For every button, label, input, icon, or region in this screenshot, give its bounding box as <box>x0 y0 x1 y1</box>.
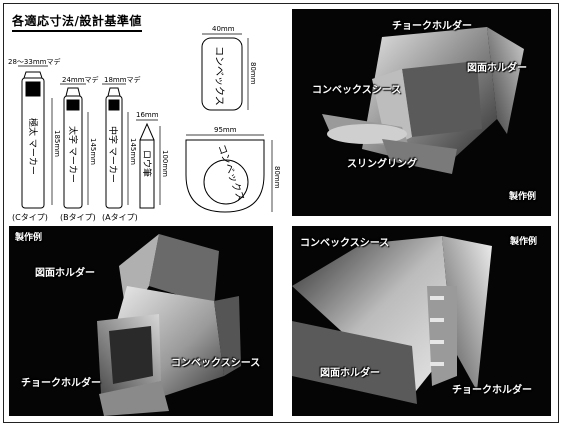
marker-c-name: 極太 マーカー <box>27 118 39 175</box>
marker-a-drawing <box>102 83 129 209</box>
holster-photo-1 <box>292 9 551 216</box>
tape-front-width: 95mm <box>214 126 237 134</box>
marker-b-name: 太字 マーカー <box>67 126 79 183</box>
marker-a-width: 18mmマデ <box>104 75 141 84</box>
wax-crayon-width: 16mm <box>136 111 159 119</box>
wax-crayon-height: 100mm <box>161 150 169 177</box>
marker-a-type: (Aタイプ) <box>102 213 138 222</box>
label-drawing-holder: 図面ホルダー <box>35 268 95 279</box>
marker-c-width: 28～33mmマデ <box>8 57 60 66</box>
photo-bottom-right: コンベックスシース 製作例 図面ホルダー チョークホルダー <box>292 226 551 416</box>
tape-side-label: コンベックス <box>213 46 225 106</box>
marker-b-type: (Bタイプ) <box>60 213 96 222</box>
wax-crayon-name: ロウ筆 <box>141 150 153 177</box>
tape-front-label: コンベックス <box>215 143 247 203</box>
caption-sample: 製作例 <box>510 237 538 247</box>
tape-front-height: 80mm <box>273 166 281 189</box>
marker-a-height: 145mm <box>129 138 137 165</box>
label-convex-sheath: コンベックスシース <box>312 85 402 96</box>
caption-sample: 製作例 <box>15 233 43 243</box>
label-convex-sheath: コンベックスシース <box>171 358 261 369</box>
marker-a-name: 中字 マーカー <box>107 126 119 183</box>
label-drawing-holder: 図面ホルダー <box>320 368 380 379</box>
marker-c-height: 185mm <box>53 130 61 157</box>
tape-side-height: 80mm <box>249 62 257 85</box>
holster-photo-2 <box>9 226 273 416</box>
tape-side-width: 40mm <box>212 25 235 33</box>
page-title: 各適応寸法/設計基準値 <box>12 12 142 32</box>
label-chalk-holder: チョークホルダー <box>21 378 101 389</box>
tape-side-drawing <box>201 33 249 111</box>
marker-b-width: 24mmマデ <box>62 75 99 84</box>
label-sling-ring: スリングリング <box>347 159 417 170</box>
marker-c-drawing <box>18 65 53 209</box>
label-chalk-holder: チョークホルダー <box>392 21 472 32</box>
tape-front-drawing <box>185 134 273 213</box>
marker-c-type: (Cタイプ) <box>12 213 48 222</box>
marker-b-height: 145mm <box>89 138 97 165</box>
photo-bottom-left: 製作例 図面ホルダー コンベックスシース チョークホルダー <box>9 226 273 416</box>
holster-photo-3 <box>292 226 551 416</box>
label-chalk-holder: チョークホルダー <box>452 385 532 396</box>
label-convex-sheath: コンベックスシース <box>300 238 390 249</box>
wax-crayon-drawing <box>136 119 161 209</box>
photo-top-right: チョークホルダー 図面ホルダー コンベックスシース スリングリング 製作例 <box>292 9 551 216</box>
dimension-diagram: 28～33mmマデ 極太 マーカー 185mm (Cタイプ) 24mmマデ 太字… <box>8 25 281 222</box>
caption-sample: 製作例 <box>509 192 537 202</box>
label-drawing-holder: 図面ホルダー <box>467 63 527 74</box>
marker-b-drawing <box>60 83 89 209</box>
